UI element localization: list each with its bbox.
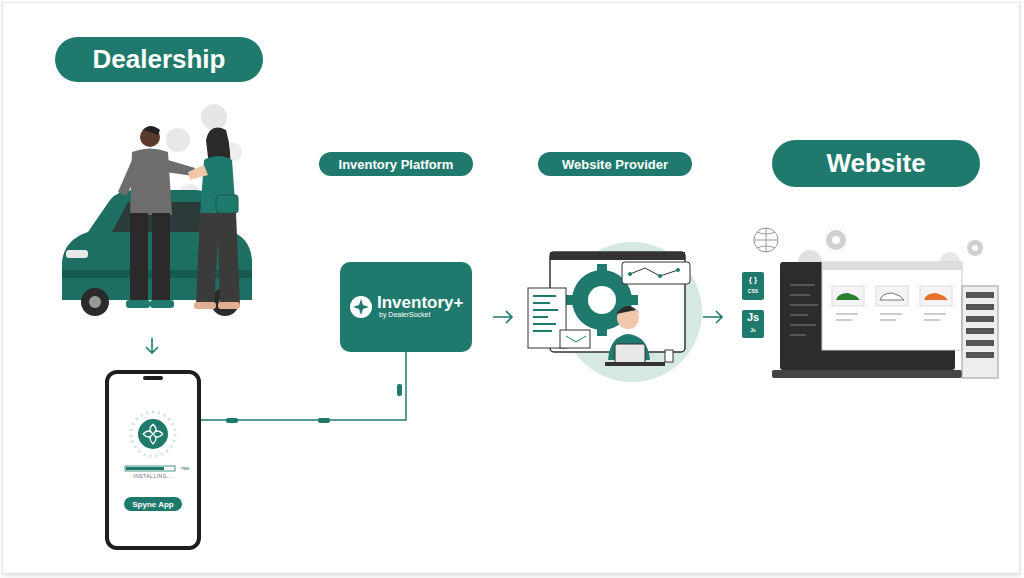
node-title: Dealership	[93, 44, 226, 75]
stage-pill: Website	[772, 140, 980, 187]
node-title: Website	[826, 148, 925, 179]
connector-line	[201, 352, 406, 420]
file-icon-caption: Js	[742, 328, 764, 333]
node-title: Spyne App	[132, 500, 173, 509]
node-title: INSTALLING...	[109, 473, 197, 479]
stage-pill: Website Provider	[538, 152, 692, 176]
file-icon-symbol: { }	[742, 276, 764, 284]
phone-screen: INSTALLING... Spyne App	[105, 370, 201, 550]
node-title: Website Provider	[562, 157, 668, 172]
spyne-logo	[109, 374, 197, 546]
file-icon-symbol: Js	[742, 312, 764, 323]
inventory-icon	[349, 295, 373, 319]
stage-pill: Dealership	[55, 37, 263, 82]
stage-pill: Inventory Platform	[319, 152, 473, 176]
file-icon-caption: CSS	[742, 289, 764, 294]
progress-percent: 75%	[178, 467, 192, 471]
app-button: Spyne App	[124, 497, 182, 511]
inventory-box: Inventory+by DealerSocket	[340, 262, 472, 352]
node-title: Inventory+	[377, 294, 463, 311]
node-title: Inventory Platform	[339, 157, 454, 172]
node-subtitle: by DealerSocket	[377, 311, 430, 319]
